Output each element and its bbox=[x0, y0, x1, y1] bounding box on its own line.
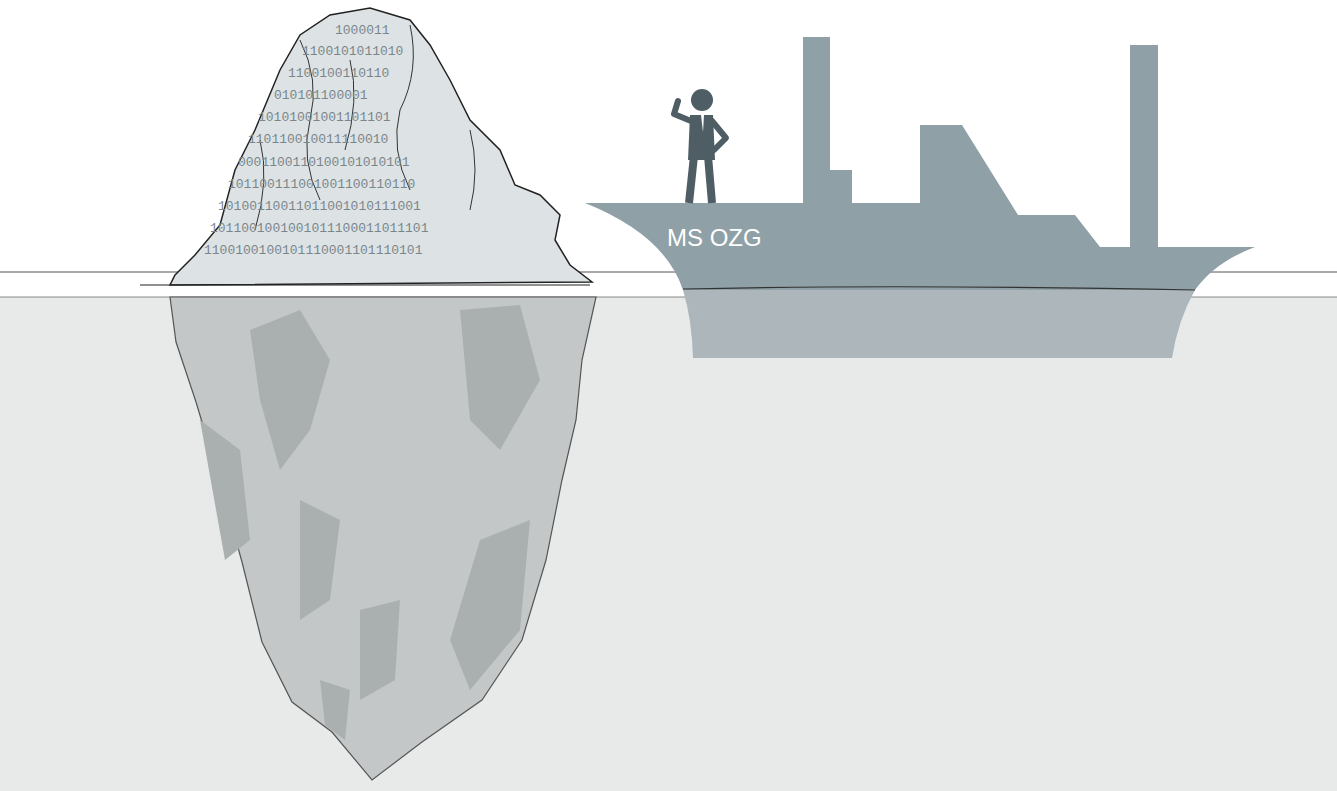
binary-code: 101100111001001100110110 bbox=[228, 178, 415, 191]
binary-code: 10101001001101101 bbox=[258, 111, 391, 124]
binary-code: 1100100100101110001101110101 bbox=[204, 244, 422, 257]
captain-figure bbox=[674, 89, 726, 203]
water-surface bbox=[683, 287, 1195, 290]
ship-outline bbox=[585, 35, 1260, 360]
ship-name: MS OZG bbox=[667, 226, 762, 250]
binary-code: 1000011 bbox=[335, 24, 390, 37]
binary-code: 010101100001 bbox=[274, 89, 368, 102]
ship: MS OZG bbox=[585, 35, 1260, 360]
ship-funnel bbox=[803, 37, 830, 177]
water-surface bbox=[140, 284, 590, 285]
iceberg-underwater bbox=[170, 297, 596, 780]
binary-code: 0001100110100101010101 bbox=[238, 156, 410, 169]
binary-code: 1100100110110 bbox=[288, 67, 389, 80]
ship-hull bbox=[585, 45, 1255, 290]
iceberg-tip bbox=[170, 8, 592, 285]
binary-code: 1011001001001011100011011101 bbox=[210, 222, 428, 235]
binary-code: 1100101011010 bbox=[302, 45, 403, 58]
sea bbox=[0, 297, 1337, 791]
binary-code: 110110010011110010 bbox=[248, 133, 388, 146]
iceberg-shading bbox=[200, 305, 540, 740]
binary-code: 10100110011011001010111001 bbox=[218, 200, 421, 213]
ship-hull-underwater bbox=[683, 290, 1195, 358]
